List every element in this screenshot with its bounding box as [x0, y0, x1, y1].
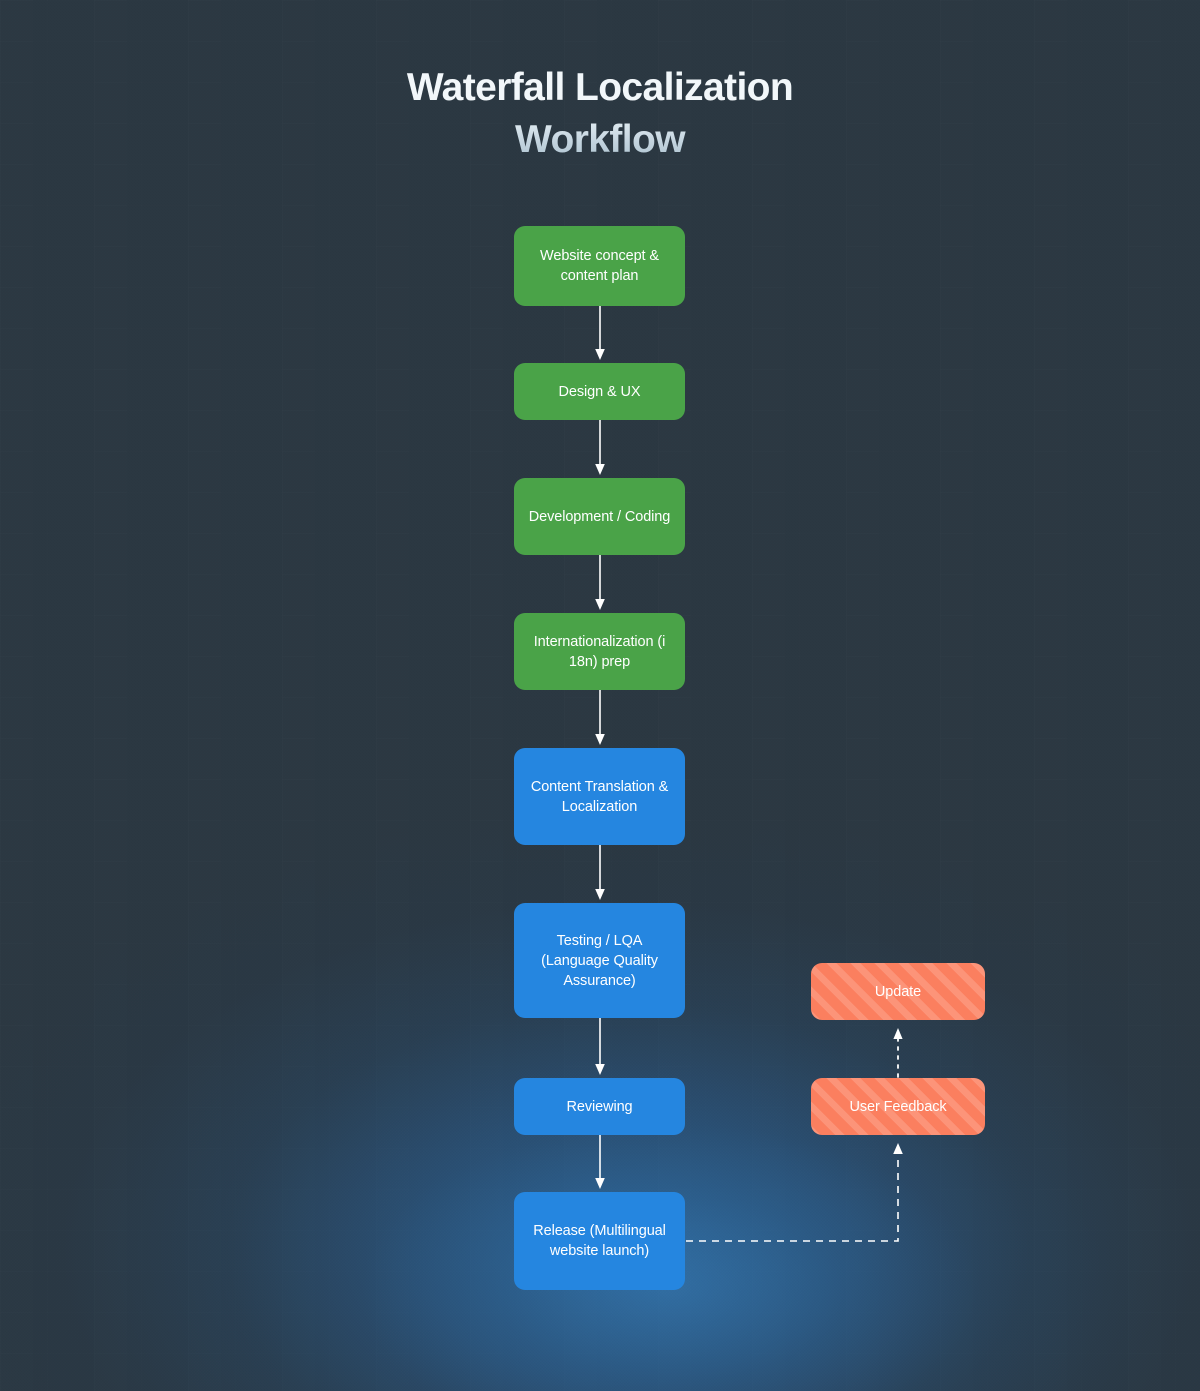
node-label: Website concept & content plan: [540, 248, 659, 284]
title-line-2: Workflow: [0, 114, 1200, 166]
node-content-translation[interactable]: Content Translation & Localization: [514, 748, 685, 845]
node-design-ux[interactable]: Design & UX: [514, 363, 685, 420]
node-user-feedback[interactable]: User Feedback: [811, 1078, 985, 1135]
edge-concept-design: [595, 306, 605, 360]
edge-i18n-translate: [595, 690, 605, 745]
edge-dev-i18n: [595, 555, 605, 610]
edge-design-dev: [595, 420, 605, 475]
node-website-concept[interactable]: Website concept & content plan: [514, 226, 685, 306]
node-label: User Feedback: [849, 1098, 947, 1115]
edge-release-feedback: [686, 1143, 903, 1241]
node-label: Testing / LQA (Language Quality Assuranc…: [541, 932, 658, 989]
node-label: Content Translation & Localization: [530, 778, 669, 815]
node-internationalization-prep[interactable]: Internationalization (i18n) prep: [514, 613, 685, 690]
node-label: Design & UX: [558, 383, 641, 400]
page-title: Waterfall Localization Workflow: [0, 62, 1200, 166]
edge-feedback-update: [893, 1028, 903, 1077]
node-label: Update: [874, 983, 922, 1000]
node-testing-lqa[interactable]: Testing / LQA (Language Quality Assuranc…: [514, 903, 685, 1018]
node-label: Reviewing: [566, 1098, 633, 1115]
node-release[interactable]: Release (Multilingual website launch): [514, 1192, 685, 1290]
title-line-1: Waterfall Localization: [406, 66, 794, 109]
edge-review-release: [595, 1135, 605, 1189]
node-development-coding[interactable]: Development / Coding: [514, 478, 685, 555]
node-label: Internationalization (i18n) prep: [533, 633, 666, 670]
edge-lqa-review: [595, 1018, 605, 1075]
node-reviewing[interactable]: Reviewing: [514, 1078, 685, 1135]
node-label: Development / Coding: [528, 508, 671, 525]
node-label: Release (Multilingual website launch): [533, 1223, 666, 1259]
node-update[interactable]: Update: [811, 963, 985, 1020]
edge-translate-lqa: [595, 845, 605, 900]
